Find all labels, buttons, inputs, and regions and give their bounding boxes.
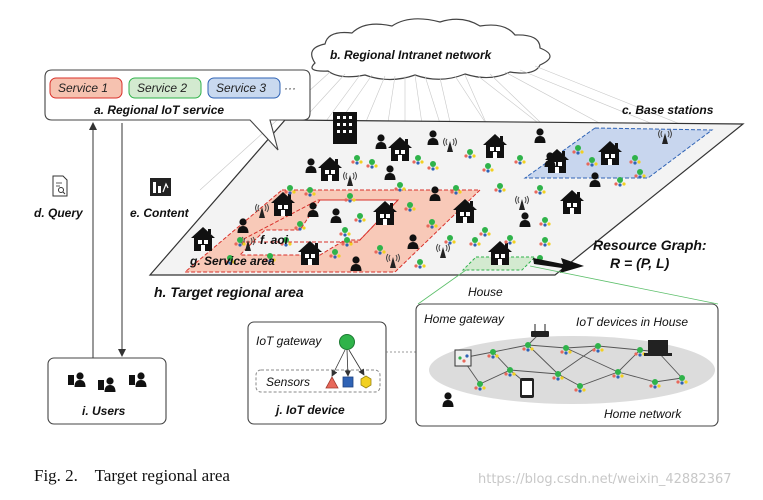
home-network-box: Home gateway IoT devices in House xyxy=(415,303,719,427)
iot-device-box: IoT gateway Sensors j. IoT device xyxy=(247,321,387,425)
aoi-boundary xyxy=(237,199,400,243)
target-regional-area-figure: b. Regional Intranet network xyxy=(34,18,745,427)
watermark: https://blog.csdn.net/weixin_42882367 xyxy=(478,472,732,487)
service-1-label: Service 1 xyxy=(58,81,108,95)
content-label: e. Content xyxy=(130,206,190,220)
resource-graph-label: Resource Graph: xyxy=(593,237,707,253)
home-gateway-device-icon xyxy=(454,349,472,367)
aoi-label: f. aoi xyxy=(260,233,289,247)
iot-service-box: Service 1 Service 2 Service 3 ··· a. Reg… xyxy=(44,69,311,151)
target-area-label: h. Target regional area xyxy=(154,284,304,300)
iot-device-label: j. IoT device xyxy=(274,403,345,417)
service-3-box xyxy=(207,77,281,99)
hexagon-sensor xyxy=(360,375,372,389)
home-network-ellipse xyxy=(429,336,715,404)
users-label: i. Users xyxy=(82,404,126,418)
service-2-label: Service 2 xyxy=(137,81,187,95)
intranet-label: b. Regional Intranet network xyxy=(330,48,493,62)
home-network-label: Home network xyxy=(604,407,682,421)
house-connector-left xyxy=(417,269,467,305)
service-area-label: g. Service area xyxy=(189,254,275,268)
sensors-label: Sensors xyxy=(266,375,310,389)
query-label: d. Query xyxy=(34,206,84,220)
user-with-phone-icon xyxy=(68,372,147,392)
house-label: House xyxy=(468,285,503,299)
service-2-box xyxy=(128,77,202,99)
content-chart-icon xyxy=(150,178,171,196)
service-3-label: Service 3 xyxy=(216,81,266,95)
resource-graph-arrow xyxy=(533,258,584,273)
house-connector-right xyxy=(529,265,719,305)
base-stations-label: c. Base stations xyxy=(622,103,714,117)
query-document-icon xyxy=(52,175,68,197)
home-gateway-label: Home gateway xyxy=(424,312,505,326)
service-1-box xyxy=(49,77,123,99)
figure-caption: Fig. 2. Target regional area xyxy=(34,466,230,485)
gateway-node xyxy=(339,334,355,350)
tablet-icon xyxy=(520,378,534,398)
service-ellipsis: ··· xyxy=(284,81,296,95)
iot-service-label: a. Regional IoT service xyxy=(94,103,224,117)
resource-formula: R = (P, L) xyxy=(610,255,670,271)
iot-gateway-label: IoT gateway xyxy=(256,334,322,348)
intranet-cloud: b. Regional Intranet network xyxy=(311,18,551,81)
triangle-sensor xyxy=(325,376,339,389)
users-box: i. Users xyxy=(47,357,167,425)
building-icon xyxy=(333,112,357,144)
router-icon xyxy=(531,324,549,337)
iot-devices-house-label: IoT devices in House xyxy=(576,315,688,329)
laptop-icon xyxy=(644,340,672,356)
square-sensor xyxy=(342,376,354,388)
